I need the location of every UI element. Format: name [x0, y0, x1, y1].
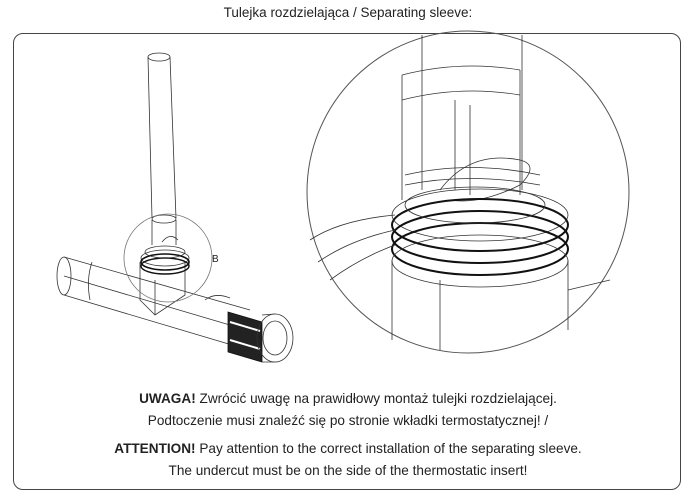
note-en-line1: ATTENTION! Pay attention to the correct … [0, 438, 696, 460]
valve-assembly-drawing [56, 52, 294, 363]
note-pl-line1: UWAGA! Zwrócić uwagę na prawidłowy monta… [0, 388, 696, 410]
note-pl-line2: Podtoczenie musi znaleźć się po stronie … [147, 413, 549, 428]
note-pl-strong: UWAGA! [139, 391, 196, 406]
detail-b-drawing [306, 30, 630, 354]
note-en-strong: ATTENTION! [114, 441, 196, 456]
figure-frame [13, 33, 681, 490]
page-title: Tulejka rozdzielająca / Separating sleev… [223, 5, 473, 20]
installation-notes: UWAGA! Zwrócić uwagę na prawidłowy monta… [0, 388, 696, 482]
note-en-text1: Pay attention to the correct installatio… [195, 441, 582, 456]
note-pl-text1: Zwrócić uwagę na prawidłowy montaż tulej… [195, 391, 557, 406]
note-en-line2: The undercut must be on the side of the … [168, 463, 528, 478]
detail-label: B [212, 254, 219, 265]
